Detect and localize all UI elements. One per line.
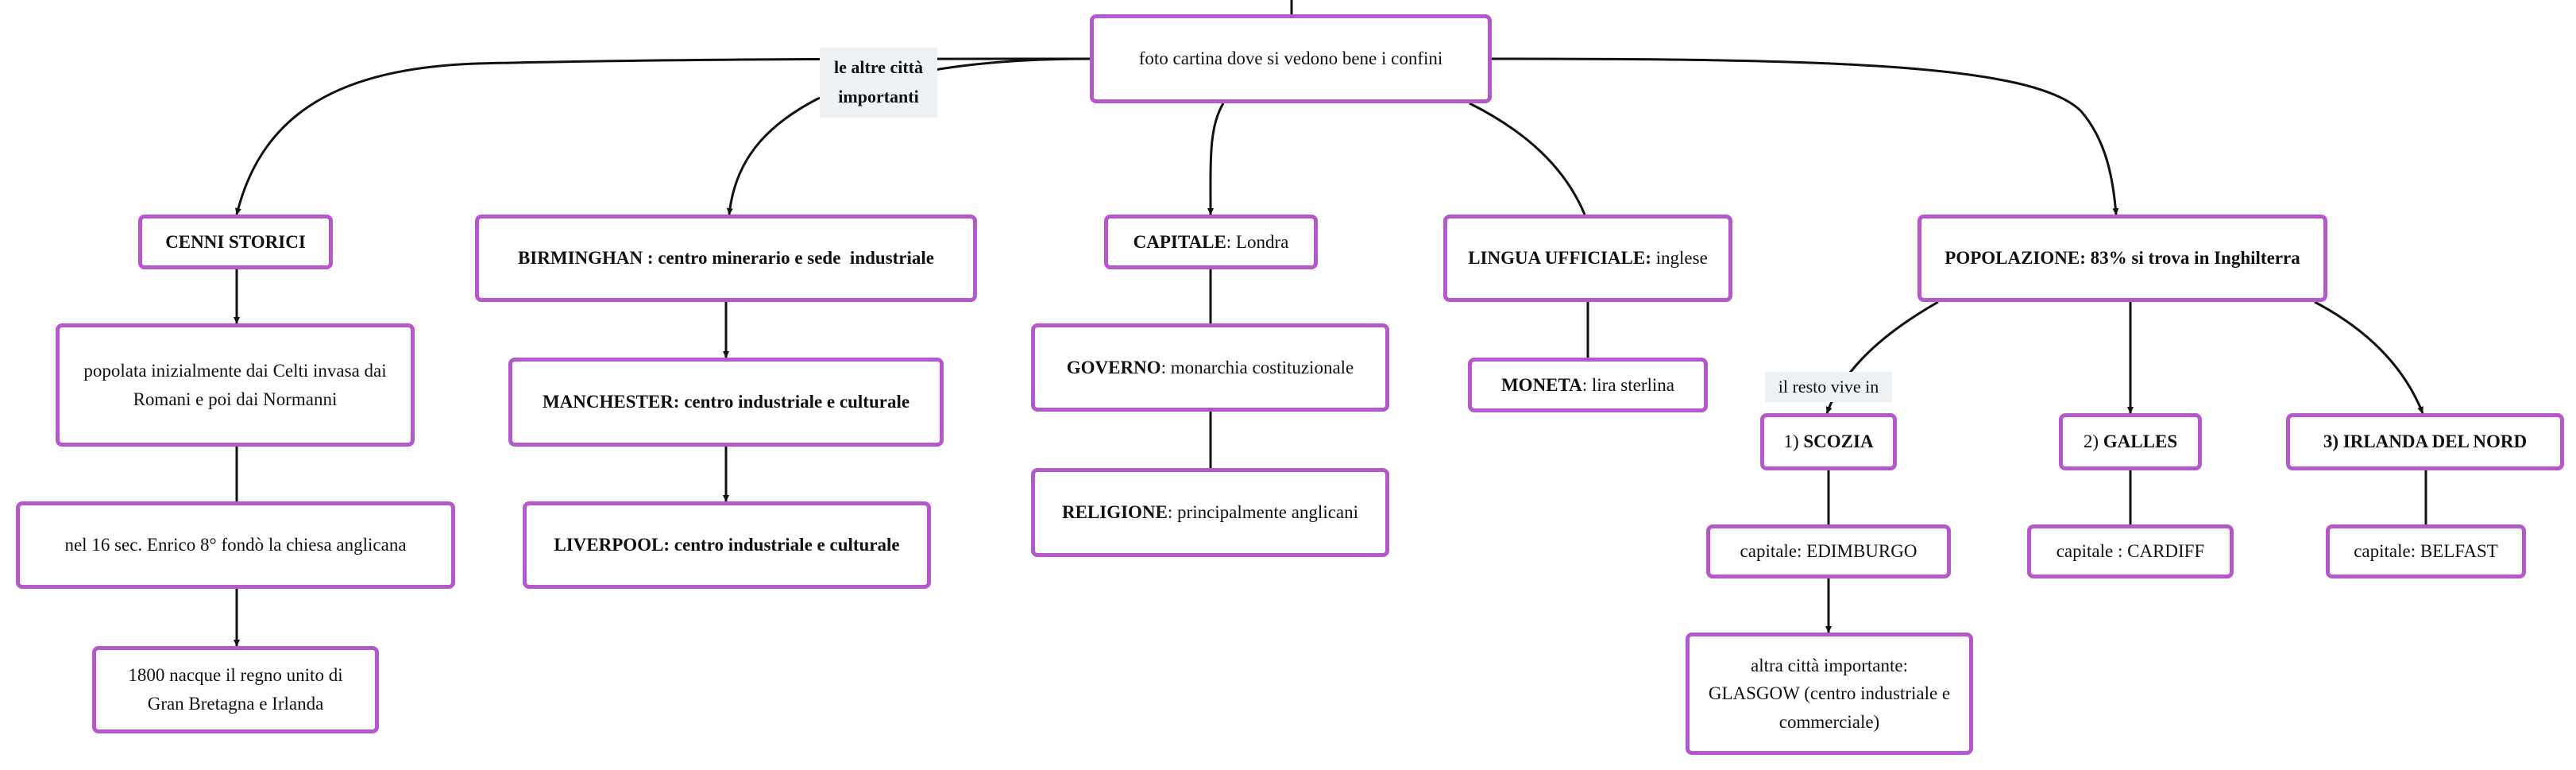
link-label-resto-vive-in: il resto vive in xyxy=(1765,372,1892,402)
node-capitale-rest: : Londra xyxy=(1226,231,1289,252)
node-scozia-glasgow[interactable]: altra città importante: GLASGOW (centro … xyxy=(1686,633,1973,755)
node-popolazione-text: POPOLAZIONE: 83% si trova in Inghilterra xyxy=(1945,248,2300,269)
node-scozia-capitale[interactable]: capitale: EDIMBURGO xyxy=(1706,524,1951,578)
node-scozia[interactable]: 1) SCOZIA xyxy=(1760,413,1897,470)
edge-root-to-capitale xyxy=(1207,103,1225,215)
node-liverpool[interactable]: LIVERPOOL: centro industriale e cultural… xyxy=(523,501,931,589)
node-galles-name: GALLES xyxy=(2103,431,2178,452)
node-governo[interactable]: GOVERNO: monarchia costituzionale xyxy=(1031,323,1389,412)
node-moneta-rest: : lira sterlina xyxy=(1582,374,1675,395)
node-religione-text: RELIGIONE: principalmente anglicani xyxy=(1062,498,1358,527)
edge-root-to-popolazione xyxy=(1491,57,2119,215)
node-lingua-text: LINGUA UFFICIALE: inglese xyxy=(1468,244,1708,273)
node-storia-enrico-text: nel 16 sec. Enrico 8° fondò la chiesa an… xyxy=(64,535,407,555)
node-capitale[interactable]: CAPITALE: Londra xyxy=(1104,215,1318,269)
node-lingua-rest: inglese xyxy=(1651,248,1708,269)
node-irlanda-capitale[interactable]: capitale: BELFAST xyxy=(2326,524,2526,578)
node-manchester[interactable]: MANCHESTER: centro industriale e cultura… xyxy=(508,358,944,447)
node-moneta[interactable]: MONETA: lira sterlina xyxy=(1468,358,1708,412)
node-scozia-capitale-text: capitale: EDIMBURGO xyxy=(1740,541,1918,562)
node-galles-capitale-text: capitale : CARDIFF xyxy=(2056,541,2205,562)
node-scozia-glasgow-text: altra città importante: GLASGOW (centro … xyxy=(1708,655,1951,732)
root-node[interactable]: foto cartina dove si vedono bene i confi… xyxy=(1090,14,1492,103)
node-religione[interactable]: RELIGIONE: principalmente anglicani xyxy=(1031,468,1389,557)
node-capitale-bold: CAPITALE xyxy=(1133,231,1226,252)
node-governo-bold: GOVERNO xyxy=(1066,357,1161,377)
node-popolazione[interactable]: POPOLAZIONE: 83% si trova in Inghilterra xyxy=(1918,215,2327,302)
node-galles-num: 2) xyxy=(2083,431,2103,452)
link-label-altre-citta: le altre città importanti xyxy=(820,48,937,118)
node-moneta-bold: MONETA xyxy=(1500,374,1582,395)
node-storia-celti-text: popolata inizialmente dai Celti invasa d… xyxy=(83,360,387,409)
node-storia-celti[interactable]: popolata inizialmente dai Celti invasa d… xyxy=(56,323,415,447)
node-scozia-name: SCOZIA xyxy=(1803,431,1874,452)
node-irlanda[interactable]: 3) IRLANDA DEL NORD xyxy=(2286,413,2564,470)
link-label-resto-vive-in-text: il resto vive in xyxy=(1778,376,1879,397)
node-galles-capitale[interactable]: capitale : CARDIFF xyxy=(2027,524,2234,578)
node-religione-rest: : principalmente anglicani xyxy=(1167,502,1359,523)
node-lingua-bold: LINGUA UFFICIALE: xyxy=(1468,248,1651,269)
node-galles[interactable]: 2) GALLES xyxy=(2059,413,2202,470)
node-cenni-storici-text: CENNI STORICI xyxy=(165,231,306,252)
node-moneta-text: MONETA: lira sterlina xyxy=(1501,371,1674,400)
link-label-altre-citta-line1: le altre città xyxy=(834,57,923,78)
node-galles-text: 2) GALLES xyxy=(2084,428,2177,456)
edge-root-to-storia xyxy=(235,57,1091,215)
node-scozia-num: 1) xyxy=(1783,431,1804,452)
node-governo-text: GOVERNO: monarchia costituzionale xyxy=(1067,354,1354,382)
node-cenni-storici[interactable]: CENNI STORICI xyxy=(138,215,333,269)
node-irlanda-text: 3) IRLANDA DEL NORD xyxy=(2323,431,2528,452)
node-birminghan[interactable]: BIRMINGHAN : centro minerario e sede ind… xyxy=(475,215,977,302)
edge-root-to-lingua xyxy=(1469,102,1586,215)
node-birminghan-text: BIRMINGHAN : centro minerario e sede ind… xyxy=(517,248,935,269)
node-liverpool-text: LIVERPOOL: centro industriale e cultural… xyxy=(554,535,900,555)
node-capitale-text: CAPITALE: Londra xyxy=(1134,228,1289,257)
node-storia-1800[interactable]: 1800 nacque il regno unito di Gran Breta… xyxy=(92,646,379,733)
root-text: foto cartina dove si vedono bene i confi… xyxy=(1138,48,1443,69)
node-storia-enrico[interactable]: nel 16 sec. Enrico 8° fondò la chiesa an… xyxy=(16,501,455,589)
node-manchester-text: MANCHESTER: centro industriale e cultura… xyxy=(542,392,910,412)
node-religione-bold: RELIGIONE xyxy=(1061,502,1168,523)
node-scozia-text: 1) SCOZIA xyxy=(1783,428,1873,456)
node-irlanda-capitale-text: capitale: BELFAST xyxy=(2354,541,2498,562)
node-lingua[interactable]: LINGUA UFFICIALE: inglese xyxy=(1443,215,1732,302)
edge-pop-to-irlanda xyxy=(2314,300,2424,414)
node-governo-rest: : monarchia costituzionale xyxy=(1161,357,1354,377)
link-label-altre-citta-line2: importanti xyxy=(838,87,919,106)
node-storia-1800-text: 1800 nacque il regno unito di Gran Breta… xyxy=(128,665,343,714)
